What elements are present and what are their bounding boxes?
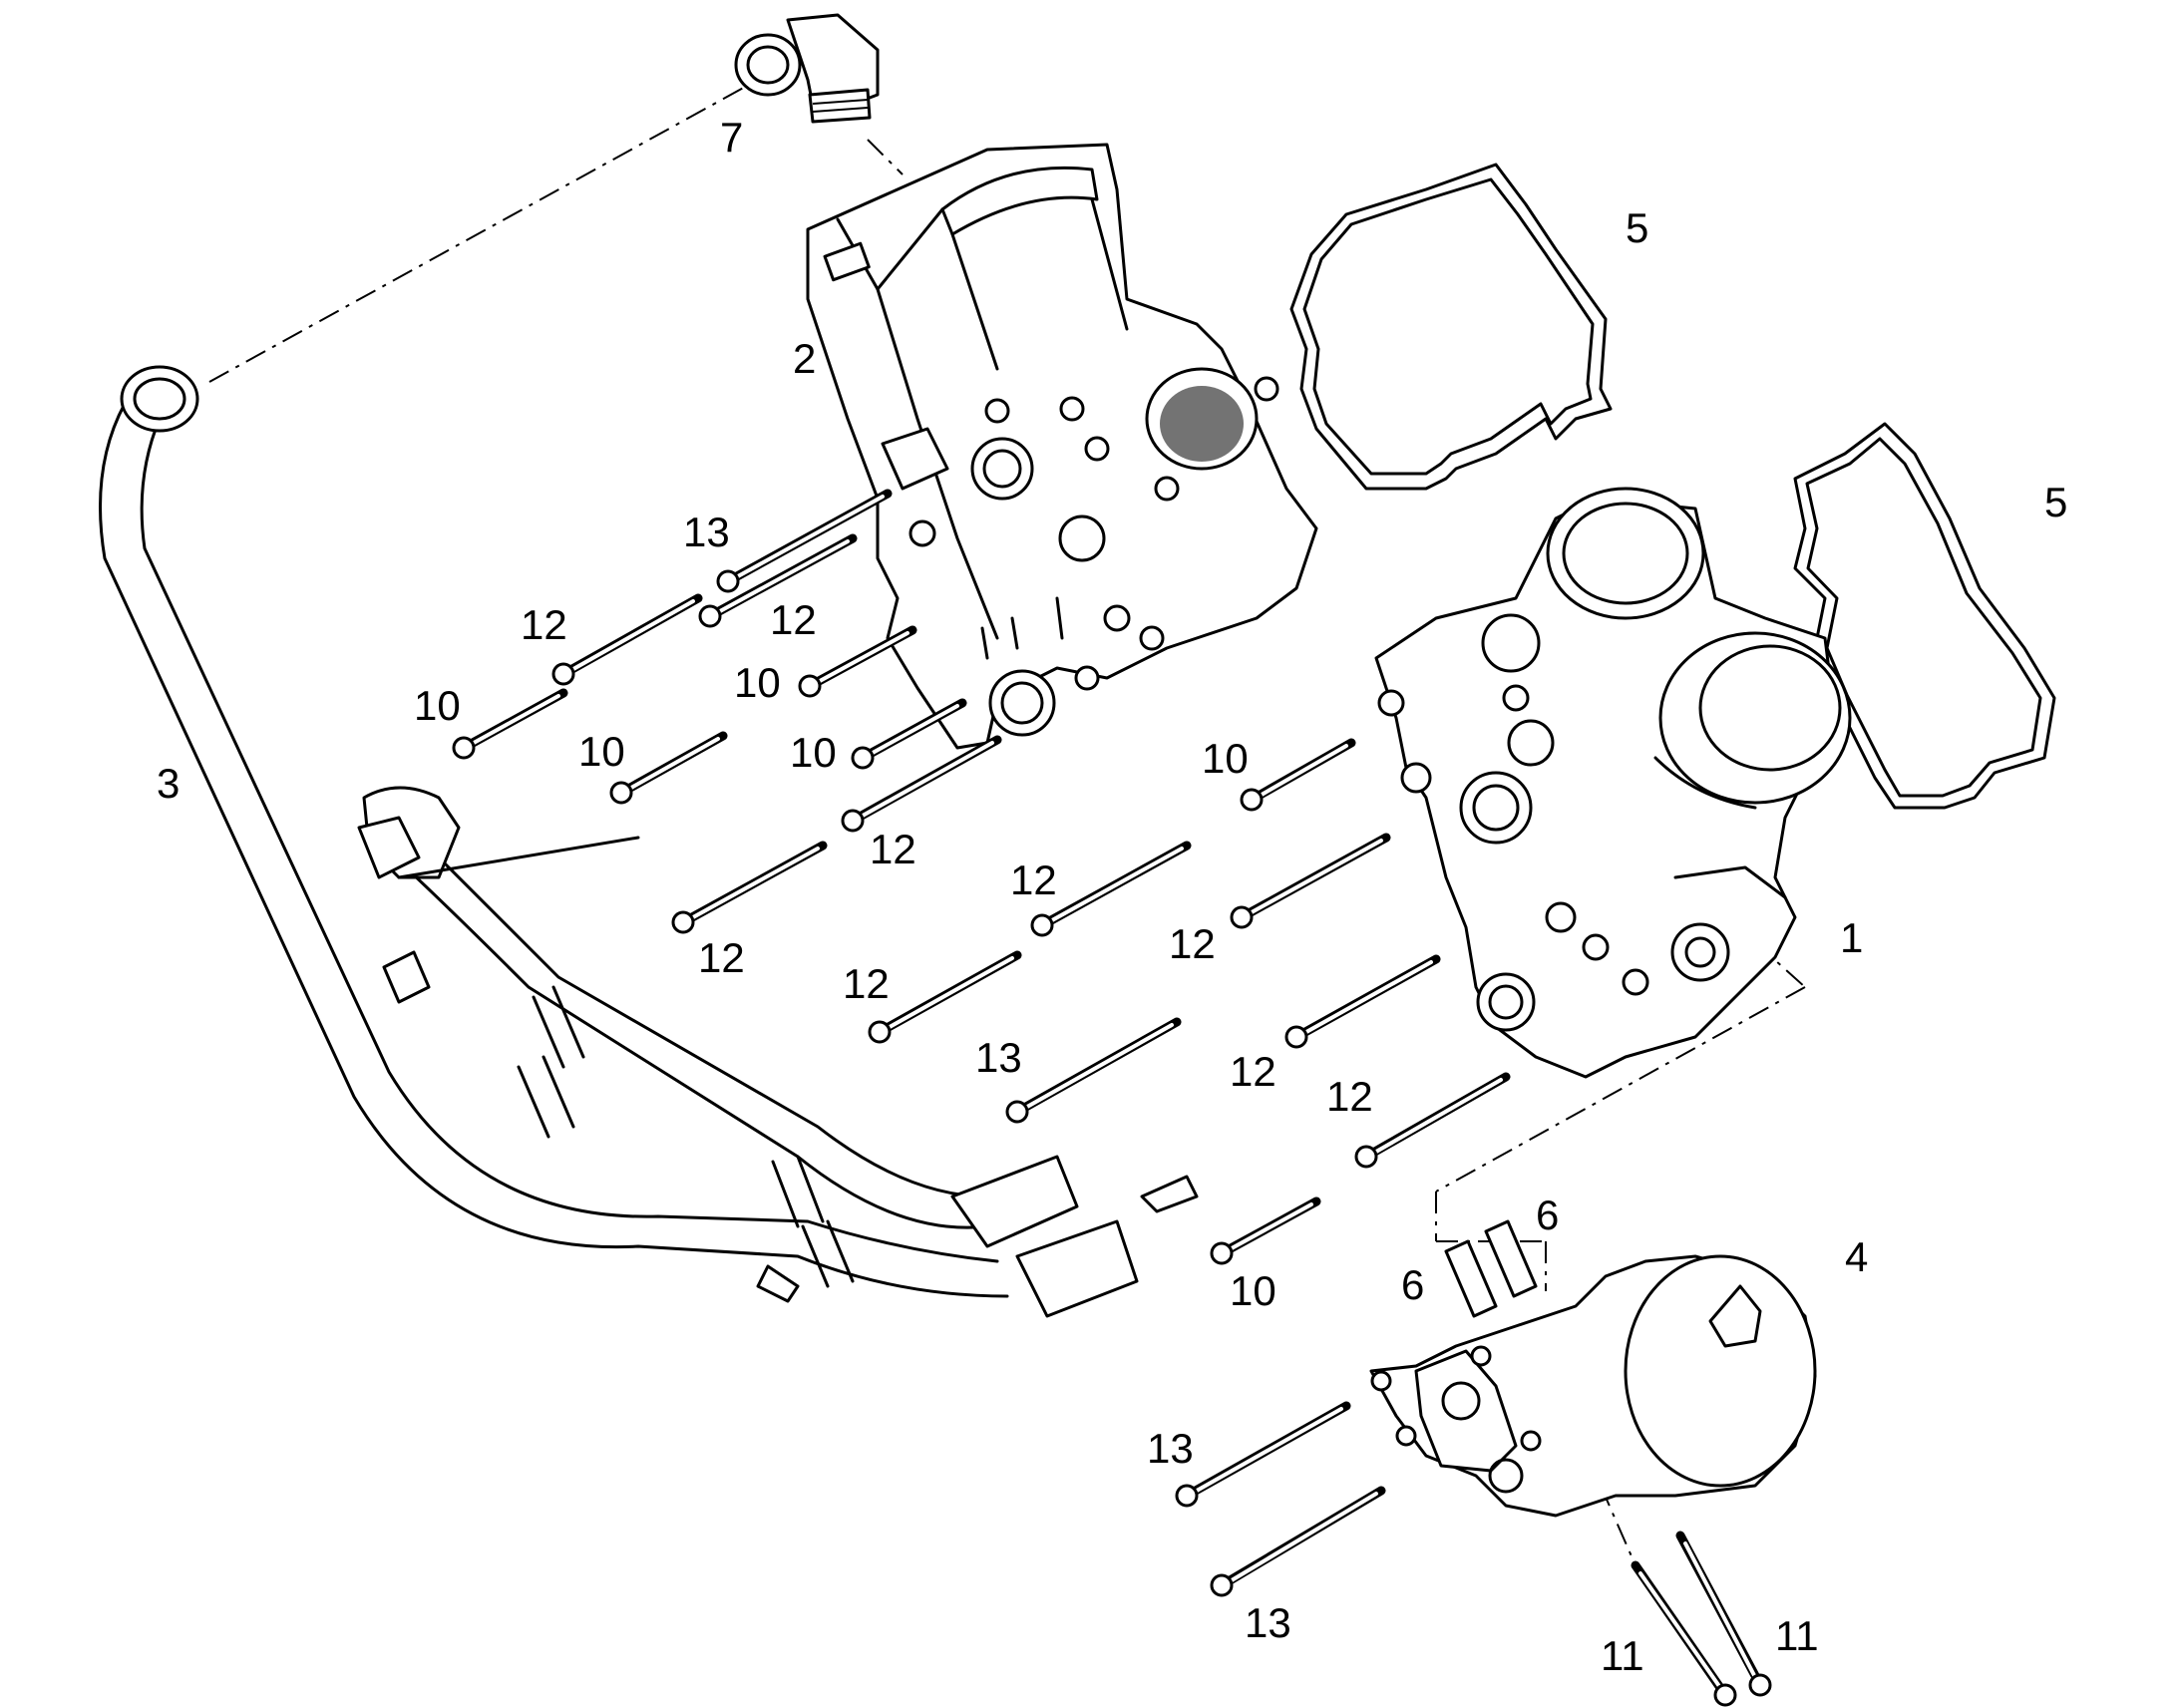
bolt-13-middle — [1005, 1017, 1182, 1124]
callout-3: 3 — [157, 760, 180, 807]
callout-labels: 7 2 5 5 3 13 12 12 10 10 10 10 10 12 12 … — [157, 114, 2067, 1679]
oil-filter — [1369, 1254, 1817, 1518]
callout-13: 13 — [1147, 1425, 1194, 1472]
callout-12: 12 — [1326, 1073, 1373, 1120]
callout-5: 5 — [1626, 204, 1648, 251]
bolt-12-a — [551, 593, 703, 686]
bolt-13-upper — [716, 489, 893, 593]
bolt-10-d — [851, 698, 967, 770]
callout-5: 5 — [2044, 479, 2067, 525]
bolt-10-b — [798, 625, 917, 698]
bolt-set — [452, 489, 1772, 1707]
bolt-12-d — [671, 841, 828, 934]
bolt-10-a — [452, 688, 568, 760]
bolt-10-c — [609, 731, 728, 805]
bolt-12-c — [841, 735, 1002, 833]
bolt-12-h — [1284, 954, 1441, 1049]
bolt-12-i — [1354, 1072, 1511, 1169]
callout-12: 12 — [1230, 1048, 1276, 1095]
bolt-12-g — [868, 950, 1022, 1044]
seal-pads — [1444, 1219, 1538, 1318]
callout-7: 7 — [720, 114, 743, 161]
callout-12: 12 — [1169, 920, 1216, 967]
bolt-10-f — [1210, 1196, 1321, 1265]
bolt-12-b — [698, 533, 858, 628]
bolt-12-f — [1230, 833, 1391, 929]
callout-12: 12 — [870, 826, 916, 872]
callout-12: 12 — [1010, 856, 1057, 903]
bolt-11-a — [1631, 1560, 1737, 1707]
callout-10: 10 — [734, 659, 781, 706]
gasket-lower — [1793, 422, 2056, 810]
callout-10: 10 — [578, 728, 625, 775]
callout-10: 10 — [1230, 1267, 1276, 1314]
callout-12: 12 — [843, 960, 890, 1007]
alignment-lines — [208, 79, 1806, 1566]
callout-12: 12 — [770, 596, 817, 643]
oil-pipe-assembly — [99, 365, 1199, 1318]
bolt-13-lower-b — [1210, 1486, 1386, 1597]
callout-12: 12 — [521, 601, 567, 648]
callout-4: 4 — [1845, 1233, 1868, 1280]
callout-13: 13 — [683, 509, 730, 555]
bolt-11-b — [1675, 1531, 1772, 1697]
gasket-upper — [1289, 163, 1613, 491]
oil-filter-housing-upper — [806, 143, 1318, 750]
callout-12: 12 — [698, 934, 745, 981]
bolt-12-e — [1030, 841, 1192, 937]
oil-filter-housing-lower — [1374, 487, 1852, 1079]
callout-6: 6 — [1401, 1261, 1424, 1308]
callout-13: 13 — [1245, 1599, 1291, 1646]
callout-1: 1 — [1840, 914, 1863, 961]
callout-13: 13 — [975, 1034, 1022, 1081]
callout-6: 6 — [1536, 1192, 1559, 1238]
callout-10: 10 — [1202, 735, 1249, 782]
bolt-10-e — [1240, 738, 1356, 812]
bolt-13-lower-a — [1175, 1401, 1351, 1508]
callout-10: 10 — [414, 682, 461, 729]
callout-2: 2 — [793, 335, 816, 382]
callout-11: 11 — [1601, 1632, 1644, 1679]
callout-11: 11 — [1775, 1612, 1819, 1659]
elbow-fitting — [734, 13, 880, 124]
callout-10: 10 — [790, 729, 837, 776]
